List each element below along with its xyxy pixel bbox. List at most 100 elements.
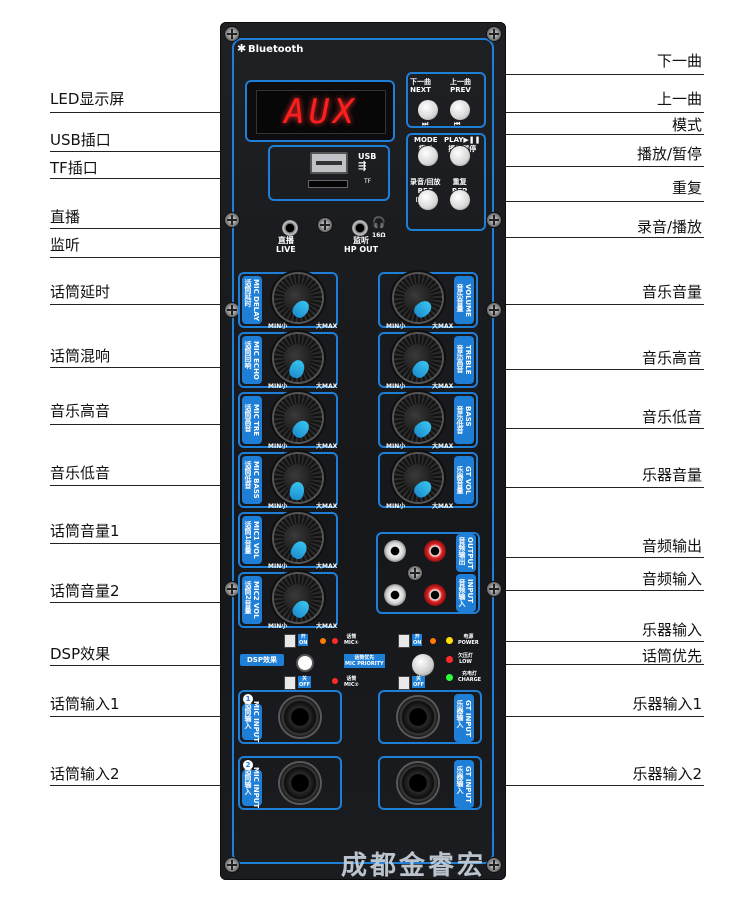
prev-button[interactable] bbox=[450, 100, 470, 120]
rec-play-button[interactable] bbox=[418, 190, 438, 210]
gt-input1-frame bbox=[378, 690, 482, 744]
leader-line bbox=[476, 201, 704, 202]
leader-line bbox=[476, 166, 704, 167]
repeat-button[interactable] bbox=[450, 190, 470, 210]
min-label: MIN小 bbox=[386, 443, 406, 450]
mic-echo-label: MIC ECHO 话筒回响 bbox=[242, 336, 262, 384]
mic-treble-knob[interactable] bbox=[274, 394, 322, 442]
mic-bass-label: MIC BASS 话筒低音 bbox=[242, 456, 262, 504]
gt-input1-jack[interactable] bbox=[398, 697, 438, 737]
music-bass-frame bbox=[378, 392, 478, 448]
mic2-label: 话筒 MIC② bbox=[344, 676, 359, 688]
priority-label: 话筒优先 MIC PRIORITY bbox=[344, 654, 385, 668]
callout-tf-port: TF插口 bbox=[50, 159, 98, 177]
max-label: 大MAX bbox=[316, 563, 338, 570]
off-label: 关 OFF bbox=[298, 676, 312, 688]
screw-icon bbox=[225, 303, 239, 317]
leader-line bbox=[50, 151, 276, 152]
callout-gt-input1: 乐器输入1 bbox=[632, 695, 702, 713]
gt-input1-label: GT INPUT 乐器输入 bbox=[454, 694, 474, 742]
callout-audio-input: 音频输入 bbox=[641, 570, 702, 588]
mic1-off-switch[interactable] bbox=[284, 676, 296, 690]
gt-input2-label: GT INPUT 乐器输入 bbox=[454, 760, 474, 808]
prev-label: 上一曲 PREV bbox=[450, 78, 471, 94]
callout-usb-port: USB插口 bbox=[50, 131, 111, 149]
max-label: 大MAX bbox=[316, 503, 338, 510]
mic2-vol-frame bbox=[238, 572, 338, 628]
mic1-on-switch[interactable] bbox=[284, 634, 296, 648]
panel-border bbox=[232, 38, 494, 864]
gt-input2-jack[interactable] bbox=[398, 763, 438, 803]
callout-gt-input: 乐器输入 bbox=[641, 621, 702, 639]
usb-port[interactable] bbox=[310, 152, 348, 174]
mic2-off-switch[interactable] bbox=[398, 676, 410, 690]
mic-input1-frame bbox=[238, 690, 342, 744]
music-volume-knob[interactable] bbox=[394, 274, 442, 322]
next-label: 下一曲 NEXT bbox=[410, 78, 431, 94]
mic2-status-led bbox=[332, 678, 338, 684]
mode-button[interactable] bbox=[418, 146, 438, 166]
screw-icon bbox=[487, 858, 501, 872]
mic-input1-jack[interactable] bbox=[280, 697, 320, 737]
mic-priority-button[interactable] bbox=[412, 654, 434, 676]
min-label: MIN小 bbox=[386, 503, 406, 510]
music-treble-label: TREBLE 音乐高音 bbox=[454, 336, 474, 384]
dsp-effect-button[interactable] bbox=[296, 654, 314, 672]
mic-input2-label: MIC INPUT 话筒输入 bbox=[242, 767, 262, 809]
leader-line bbox=[432, 74, 704, 75]
leader-line bbox=[50, 785, 298, 786]
next-button[interactable] bbox=[418, 100, 438, 120]
callout-mic-bass: 音乐低音 bbox=[50, 464, 111, 482]
music-volume-frame bbox=[378, 272, 478, 328]
min-label: MIN小 bbox=[268, 383, 288, 390]
leader-line bbox=[474, 557, 704, 558]
mic2-vol-knob[interactable] bbox=[274, 574, 322, 622]
audio-output-right-jack[interactable] bbox=[424, 540, 446, 562]
mic1-led bbox=[332, 638, 338, 644]
callout-prev: 上一曲 bbox=[656, 90, 702, 108]
music-treble-frame bbox=[378, 332, 478, 388]
mic1-led bbox=[320, 638, 326, 644]
music-bass-knob[interactable] bbox=[394, 394, 442, 442]
hp-out-label: 监听 HP OUT bbox=[344, 236, 379, 254]
audio-output-left-jack[interactable] bbox=[384, 540, 406, 562]
max-label: 大MAX bbox=[432, 323, 454, 330]
callout-live: 直播 bbox=[50, 208, 81, 226]
callout-rec-play: 录音/播放 bbox=[636, 218, 702, 236]
mic-input1-label: MIC INPUT 话筒输入 bbox=[242, 701, 262, 743]
mic-input2-jack[interactable] bbox=[280, 763, 320, 803]
live-jack[interactable] bbox=[282, 220, 298, 236]
callout-audio-output: 音频输出 bbox=[641, 537, 702, 555]
audio-input-right-jack[interactable] bbox=[424, 584, 446, 606]
on-label: 开 ON bbox=[412, 634, 423, 646]
screw-icon bbox=[487, 582, 501, 596]
callout-gt-input2: 乐器输入2 bbox=[632, 765, 702, 783]
music-treble-knob[interactable] bbox=[394, 334, 442, 382]
mic1-vol-knob[interactable] bbox=[274, 514, 322, 562]
usb-symbol-icon: ⇶ bbox=[358, 161, 367, 172]
min-label: MIN小 bbox=[268, 563, 288, 570]
max-label: 大MAX bbox=[432, 443, 454, 450]
tf-card-slot[interactable] bbox=[308, 180, 348, 188]
play-pause-button[interactable] bbox=[450, 146, 470, 166]
callout-music-bass: 音乐低音 bbox=[641, 408, 702, 426]
min-label: MIN小 bbox=[268, 323, 288, 330]
mic2-on-switch[interactable] bbox=[398, 634, 410, 648]
low-led bbox=[446, 656, 453, 663]
leader-line bbox=[50, 424, 250, 425]
off-label: 关 OFF bbox=[412, 676, 426, 688]
tf-label: TF bbox=[364, 178, 372, 185]
mic-delay-knob[interactable] bbox=[274, 274, 322, 322]
mic-echo-knob[interactable] bbox=[274, 334, 322, 382]
headphone-jack[interactable] bbox=[352, 220, 368, 236]
low-label: 欠压灯 LOW bbox=[458, 653, 474, 665]
power-label: 电源 POWER bbox=[458, 634, 479, 646]
audio-input-left-jack[interactable] bbox=[384, 584, 406, 606]
leader-line bbox=[50, 367, 250, 368]
leader-line bbox=[50, 304, 250, 305]
leader-line bbox=[432, 134, 704, 135]
gt-volume-knob[interactable] bbox=[394, 454, 442, 502]
leader-line bbox=[50, 257, 360, 258]
mic-bass-knob[interactable] bbox=[274, 454, 322, 502]
screw-icon bbox=[318, 218, 332, 232]
